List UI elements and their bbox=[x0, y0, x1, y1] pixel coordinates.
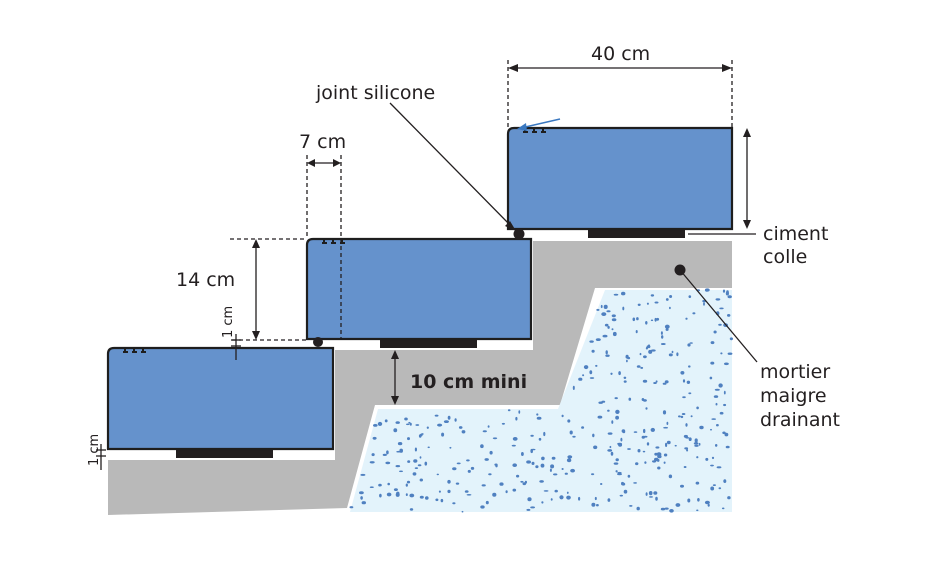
step-block-3 bbox=[506, 126, 734, 231]
label-mortier-line3: drainant bbox=[760, 409, 840, 431]
cement-pad-3 bbox=[588, 229, 685, 238]
label-gap-1-lower: 1 cm bbox=[87, 434, 102, 466]
label-joint-silicone: joint silicone bbox=[315, 82, 435, 104]
concrete-foundation bbox=[108, 241, 732, 515]
label-height-14: 14 cm bbox=[176, 269, 235, 291]
aggregate-speckles bbox=[349, 288, 734, 513]
silicone-joint-2 bbox=[513, 228, 525, 240]
arrowheads bbox=[252, 64, 751, 405]
label-gap-1-upper: 1 cm bbox=[221, 306, 236, 338]
accent-arrow bbox=[517, 118, 561, 131]
step-block-1 bbox=[106, 346, 335, 451]
dimension-lines bbox=[96, 60, 758, 470]
step-block-2 bbox=[305, 237, 533, 341]
label-ciment-line2: colle bbox=[763, 246, 807, 268]
cement-pad-1 bbox=[176, 449, 273, 458]
cement-pad-2 bbox=[380, 339, 477, 348]
label-width-40: 40 cm bbox=[591, 43, 650, 65]
label-10cm-mini: 10 cm mini bbox=[410, 371, 527, 393]
label-width-7: 7 cm bbox=[299, 131, 346, 153]
label-mortier-line2: maigre bbox=[760, 385, 827, 407]
label-ciment-line1: ciment bbox=[763, 223, 828, 245]
silicone-joint-1 bbox=[313, 337, 323, 347]
label-mortier-line1: mortier bbox=[760, 361, 830, 383]
drainage-mortar bbox=[350, 290, 732, 512]
